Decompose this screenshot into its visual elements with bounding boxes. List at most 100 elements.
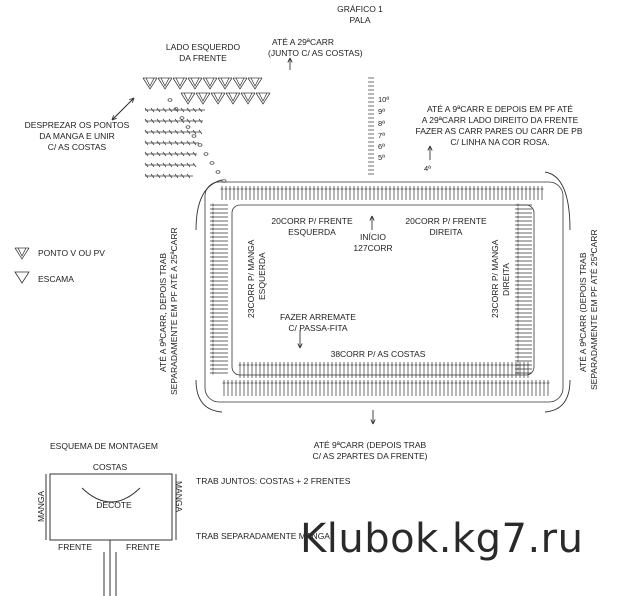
front-row-tick xyxy=(168,162,173,168)
schema-back: COSTAS xyxy=(92,462,128,472)
front-row-tick xyxy=(186,129,191,135)
front-row-tick xyxy=(186,173,191,179)
front-row-tick xyxy=(174,129,179,135)
watermark-text: Klubok.kg7.ru xyxy=(300,516,584,562)
bottom-9-label-1: ATÉ 9ªCARR (DEPOIS TRAB xyxy=(313,440,427,450)
right-side-label-2: SEPARADAMENTE EM PF ATÉ 25ªCARR xyxy=(589,229,599,390)
right-front-label-4: C/ LINHA NA COR ROSA. xyxy=(450,137,550,147)
scale-fan-inner xyxy=(220,77,230,87)
arrow-discard-back-head xyxy=(111,115,117,121)
front-row-tick xyxy=(156,162,161,168)
front-row-tick xyxy=(144,151,149,157)
front-row-tick xyxy=(150,107,155,113)
scale-fan xyxy=(217,77,233,90)
front-row-tick xyxy=(192,162,197,168)
bottom-9-label-2: C/ AS 2PARTES DA FRENTE) xyxy=(312,451,428,461)
right-sleeve-label-1: 23CORR P/ MANGA xyxy=(490,239,500,318)
front-row-tick xyxy=(156,118,161,124)
front-row-tick xyxy=(180,140,185,146)
front-row-tick xyxy=(174,118,179,124)
scale-fan-inner xyxy=(145,77,155,87)
front-row-tick xyxy=(186,151,191,157)
schema-sleeve-right: MANGA xyxy=(174,481,184,513)
arrow-bottom-head xyxy=(370,419,376,425)
frame-lines xyxy=(204,181,564,403)
scale-fan-inner xyxy=(160,77,170,87)
front-row-tick xyxy=(192,140,197,146)
legend-scale-label: ESCAMA xyxy=(38,274,74,284)
schema-body xyxy=(49,473,173,541)
scale-fan-row2-inner xyxy=(258,92,268,102)
chain-stitch xyxy=(197,143,203,147)
front-row-tick xyxy=(192,151,197,157)
schema-neckline: DECOTE xyxy=(96,500,132,510)
discard-label-2: DA MANGA E UNIR xyxy=(39,131,115,141)
front-row-tick xyxy=(180,129,185,135)
scale-fan-inner xyxy=(250,77,260,87)
schema-title: ESQUEMA DE MONTAGEM xyxy=(50,441,158,451)
schema-front-left: FRENTE xyxy=(58,542,92,552)
chain-stitch xyxy=(173,107,179,111)
outer-outline xyxy=(204,181,564,403)
row-label-9: 9ª xyxy=(378,107,385,116)
front-row-tick xyxy=(150,151,155,157)
front-row-tick xyxy=(150,173,155,179)
front-row-tick xyxy=(180,173,185,179)
top-29-label-2: (JUNTO C/ AS COSTAS) xyxy=(268,48,363,58)
scale-fan-row2 xyxy=(240,92,256,105)
front-row-tick xyxy=(156,107,161,113)
front-row-tick xyxy=(144,140,149,146)
chain-stitch xyxy=(191,134,197,138)
scale-fan-row2-inner xyxy=(198,92,208,102)
front-row-tick xyxy=(180,151,185,157)
front-right-count-2: DIREITA xyxy=(429,227,463,237)
front-row-tick xyxy=(174,162,179,168)
finish-label-1: FAZER ARREMATE xyxy=(280,312,356,322)
chain-stitch xyxy=(221,179,227,183)
left-sleeve-label-2: ESQUERDA xyxy=(257,252,267,300)
corner-arrow-tl xyxy=(195,179,223,231)
front-left-count-2: ESQUERDA xyxy=(288,227,336,237)
row-label-5: 5ª xyxy=(378,153,385,162)
front-row-tick xyxy=(150,129,155,135)
front-row-tick xyxy=(156,140,161,146)
left-front-label-1: LADO ESQUERDO xyxy=(165,42,241,52)
scale-fan-inner xyxy=(175,77,185,87)
right-front-label-2: A 29ªCARR LADO DIREITO DA FRENTE xyxy=(421,115,579,125)
discard-label-1: DESPREZAR OS PONTOS xyxy=(24,120,130,130)
front-row-tick xyxy=(162,118,167,124)
row-label-4: 4ª xyxy=(424,164,431,173)
scale-fan-row2-inner xyxy=(228,92,238,102)
scale-fan-row2 xyxy=(210,92,226,105)
front-row-tick xyxy=(174,140,179,146)
start-label-1: INÍCIO xyxy=(360,232,386,242)
front-row-tick xyxy=(144,173,149,179)
scale-fan-row2 xyxy=(255,92,271,105)
front-row-tick xyxy=(174,173,179,179)
scale-fan xyxy=(172,77,188,90)
legend-v-label: PONTO V OU PV xyxy=(38,248,105,258)
legend-v-icon-inner xyxy=(17,247,27,257)
chart-title: GRÁFICO 1 xyxy=(337,4,383,14)
front-row-tick xyxy=(186,140,191,146)
scale-fan-row2 xyxy=(195,92,211,105)
chain-stitch xyxy=(179,116,185,120)
front-row-tick xyxy=(150,118,155,124)
front-row-tick xyxy=(162,140,167,146)
front-row-tick xyxy=(198,129,203,135)
scale-fan-inner xyxy=(235,77,245,87)
front-row-tick xyxy=(168,173,173,179)
corner-arrow-bl xyxy=(195,379,223,413)
top-29-label-1: ATÉ A 29ªCARR xyxy=(272,37,335,47)
discard-label-3: C/ AS COSTAS xyxy=(47,142,107,152)
scale-fan-row2 xyxy=(180,92,196,105)
right-front-label-3: FAZER AS CARR PARES OU CARR DE PB xyxy=(415,126,583,136)
front-row-tick xyxy=(156,173,161,179)
scale-fan-inner xyxy=(190,77,200,87)
inner-outline xyxy=(231,204,535,376)
scale-fan xyxy=(142,77,158,90)
left-side-label-1: ATÉ A 9ªCARR, DEPOIS TRAB xyxy=(158,252,168,372)
scale-fan xyxy=(202,77,218,90)
arrow-discard-back xyxy=(111,97,135,121)
